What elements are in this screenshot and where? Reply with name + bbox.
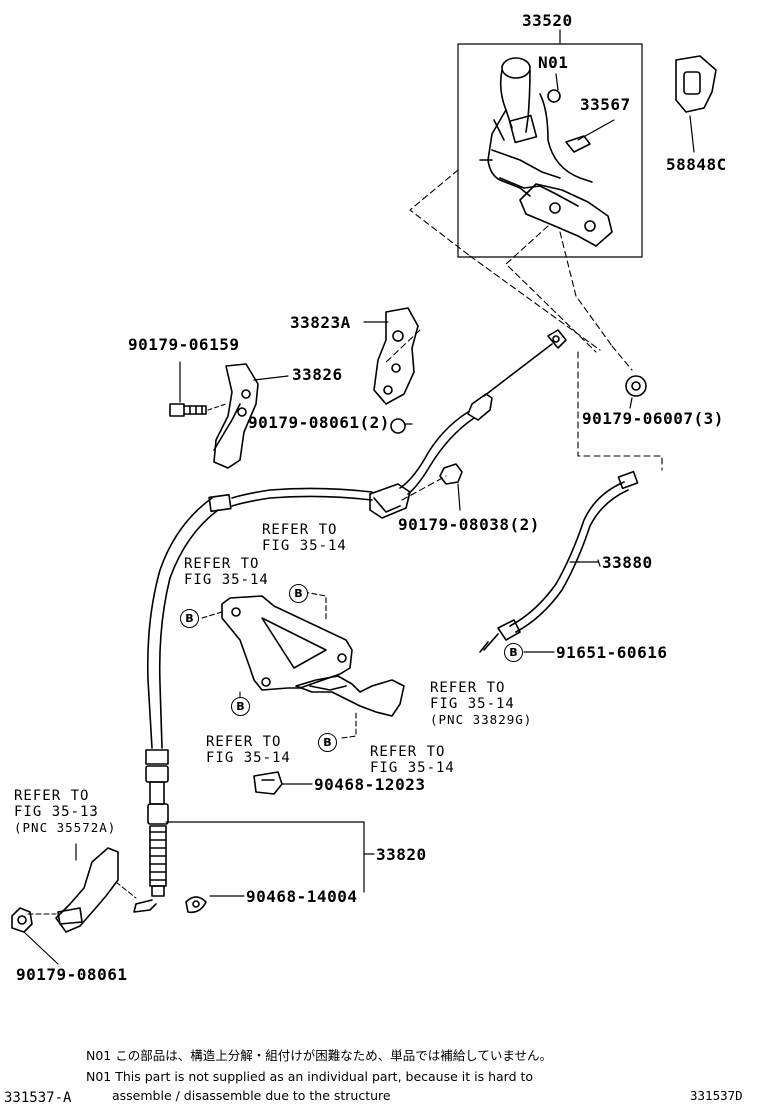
label-33520: 33520 xyxy=(522,11,573,30)
label-33826: 33826 xyxy=(292,365,343,384)
label-90179-08061: 90179-08061 xyxy=(16,965,128,984)
label-33880: 33880 xyxy=(602,553,653,572)
clip-90468-14004 xyxy=(185,896,207,914)
nut-90179-08038 xyxy=(439,463,463,485)
label-33567: 33567 xyxy=(580,95,631,114)
marker-b-1: B xyxy=(289,584,308,603)
marker-b-5: B xyxy=(504,643,523,662)
marker-b-2: B xyxy=(180,609,199,628)
bracket-lower-left xyxy=(55,847,119,933)
marker-b-4: B xyxy=(318,733,337,752)
shift-cable-lower xyxy=(133,749,169,913)
label-90468-14004: 90468-14004 xyxy=(246,887,358,906)
code-left: 331537-A xyxy=(4,1090,72,1106)
label-33823A: 33823A xyxy=(290,313,351,332)
label-90179-08061-2: 90179-08061(2) xyxy=(248,413,390,432)
nut-90179-08061-2 xyxy=(390,418,406,434)
bolt-90179-06159 xyxy=(169,403,207,417)
marker-b-3: B xyxy=(231,697,250,716)
nut-90179-06007 xyxy=(625,375,647,397)
nut-90179-08061 xyxy=(11,907,33,933)
label-33820: 33820 xyxy=(376,845,427,864)
cable-33880 xyxy=(479,470,639,653)
code-right: 331537D xyxy=(690,1088,743,1103)
bracket-center xyxy=(221,589,405,717)
label-90179-06159: 90179-06159 xyxy=(128,335,240,354)
bracket-33826 xyxy=(213,363,259,469)
shift-cable-upper xyxy=(146,329,567,749)
assembly-box-33520 xyxy=(457,43,643,258)
label-90468-12023: 90468-12023 xyxy=(314,775,426,794)
shift-lever-assembly xyxy=(479,57,613,247)
note-en-line2: assemble / disassemble due to the struct… xyxy=(112,1088,391,1103)
note-jp: N01 この部品は、構造上分解・組付けが困難なため、単品では補給していません。 xyxy=(86,1048,552,1063)
clip-90468-12023 xyxy=(253,771,283,795)
label-91651-60616: 91651-60616 xyxy=(556,643,668,662)
note-en-line1: N01 This part is not supplied as an indi… xyxy=(86,1069,534,1084)
bracket-33823A xyxy=(373,307,419,405)
cover-58848C xyxy=(675,55,717,113)
label-N01: N01 xyxy=(538,53,569,72)
label-58848C: 58848C xyxy=(666,155,727,174)
label-90179-08038-2: 90179-08038(2) xyxy=(398,515,540,534)
label-90179-06007-3: 90179-06007(3) xyxy=(582,409,724,428)
